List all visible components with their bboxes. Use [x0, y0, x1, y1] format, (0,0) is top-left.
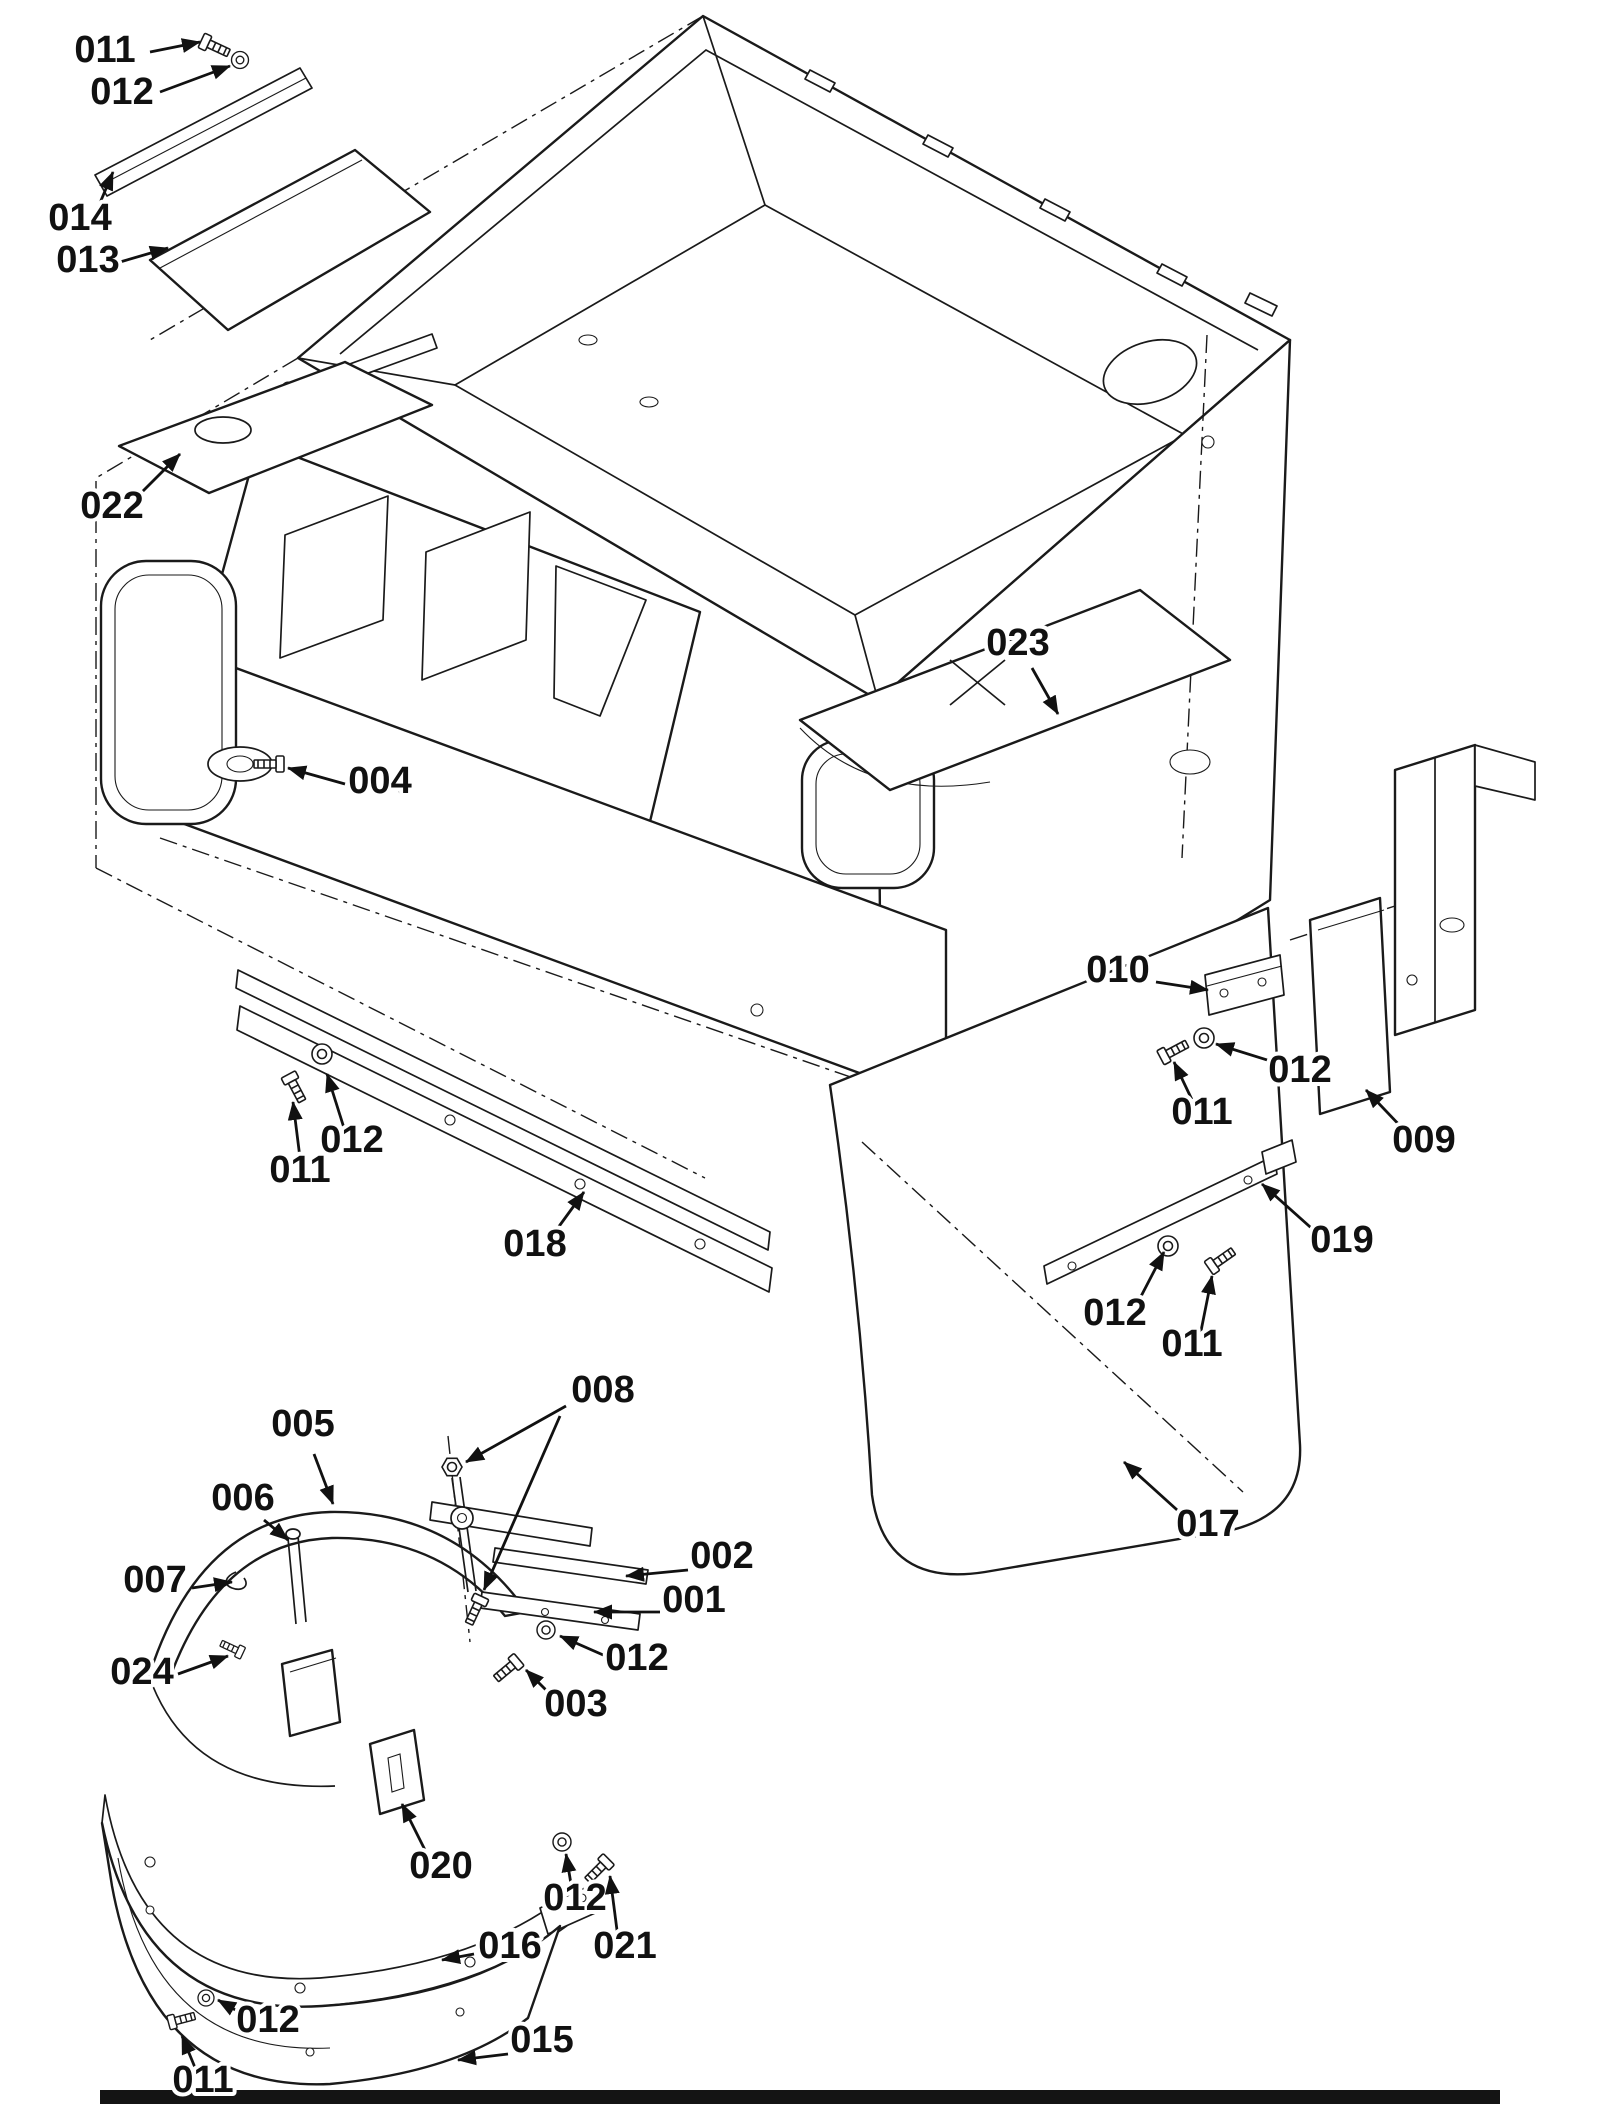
part-label-020: 020 [409, 1845, 472, 1887]
part-label-009: 009 [1392, 1119, 1455, 1161]
flap-009 [1308, 896, 1392, 1116]
trim-strip-018 [235, 969, 773, 1293]
part-label-006: 006 [211, 1477, 274, 1519]
part-label-014: 014 [48, 197, 111, 239]
part-label-012: 012 [1268, 1049, 1331, 1091]
part-label-012: 012 [1083, 1292, 1146, 1334]
part-label-021: 021 [593, 1925, 656, 1967]
leader-arrow [1172, 1061, 1196, 1105]
leader-arrow [287, 1101, 303, 1159]
leader-arrow [625, 1566, 689, 1582]
part-label-016: 016 [478, 1925, 541, 1967]
bumper [99, 559, 238, 826]
leader-arrow [1364, 1089, 1408, 1133]
page-edge-bar [100, 2090, 1500, 2104]
part-label-012: 012 [543, 1877, 606, 1919]
leader-arrow [400, 1803, 430, 1857]
hinge-tab [1156, 263, 1188, 287]
leader-arrow [177, 1654, 229, 1676]
part-label-015: 015 [510, 2019, 573, 2061]
part-label-024: 024 [110, 1651, 173, 1693]
hinge-tab [804, 69, 836, 93]
leader-arrow [325, 1073, 346, 1129]
leader-arrow [191, 1577, 233, 1593]
part-label-013: 013 [56, 239, 119, 281]
leader-arrow [441, 1949, 475, 1965]
part-label-008: 008 [571, 1369, 634, 1411]
leader-arrow [159, 64, 231, 94]
strip-002 [492, 1547, 649, 1585]
leader-arrow [604, 1875, 620, 1939]
leader-arrow [559, 1634, 611, 1660]
leader-arrow [457, 2050, 509, 2066]
leader-arrow [1261, 1182, 1319, 1236]
leader-arrow [1030, 667, 1060, 715]
part-label-001: 001 [662, 1579, 725, 1621]
part-label-023: 023 [986, 622, 1049, 664]
leader-arrow [263, 1518, 289, 1542]
panel-013 [148, 148, 432, 332]
construction-lines [95, 15, 1396, 1179]
leader-arrow [180, 2035, 198, 2071]
callout-layer: 0110120140130220040230110120180100120110… [44, 25, 1459, 2104]
leader-arrow [149, 38, 201, 54]
part-label-010: 010 [1086, 949, 1149, 991]
part-label-011: 011 [1171, 1091, 1232, 1133]
part-label-017: 017 [1176, 1503, 1239, 1545]
part-label-012: 012 [605, 1637, 668, 1679]
fender-005 [147, 1510, 529, 1678]
leader-arrow [312, 1453, 335, 1505]
part-label-005: 005 [271, 1403, 334, 1445]
part-label-022: 022 [80, 485, 143, 527]
part-label-011: 011 [269, 1149, 330, 1191]
part-label-011: 011 [172, 2059, 233, 2101]
part-label-007: 007 [123, 1559, 186, 1601]
leader-arrow [217, 1998, 247, 2018]
window-cutout [279, 495, 389, 659]
part-label-003: 003 [544, 1683, 607, 1725]
leader-arrow [1134, 1251, 1166, 1307]
apron-015 [100, 1821, 562, 2086]
hinge-tab [1244, 292, 1278, 317]
hinge-tab [1039, 198, 1071, 222]
leader-arrow [119, 245, 169, 264]
leader-arrow [550, 1191, 586, 1237]
panel-023 [798, 588, 1232, 792]
leader-arrow [1215, 1042, 1281, 1066]
part-label-011: 011 [74, 29, 135, 71]
part-label-004: 004 [348, 760, 411, 802]
part-label-011: 011 [1161, 1323, 1222, 1365]
part-label-012: 012 [236, 1999, 299, 2041]
window-cutout [421, 511, 531, 681]
body-assembly [99, 333, 948, 1107]
leader-arrow [482, 1415, 562, 1591]
trim-strip-019 [1043, 1139, 1297, 1285]
hinge-tab [922, 134, 954, 158]
folded-bracket [553, 565, 647, 717]
part-label-012: 012 [90, 71, 153, 113]
part-label-002: 002 [690, 1535, 753, 1577]
leader-arrow [287, 765, 346, 786]
part-label-018: 018 [503, 1223, 566, 1265]
part-label-012: 012 [320, 1119, 383, 1161]
exploded-panels-top-left [94, 67, 434, 495]
bracket-010 [1204, 954, 1285, 1016]
panel-022 [117, 360, 434, 495]
fender-assembly [147, 1435, 649, 1816]
leader-arrow [561, 1853, 577, 1891]
leader-arrow [1123, 1460, 1187, 1520]
leader-arrow [1198, 1275, 1216, 1337]
leader-arrow [95, 171, 115, 211]
leader-arrow [135, 453, 181, 499]
leader-arrow [465, 1404, 567, 1464]
mount-block [280, 1648, 342, 1738]
rear-mount-assembly [1204, 743, 1536, 1116]
leader-arrow [525, 1669, 557, 1701]
part-label-019: 019 [1310, 1219, 1373, 1261]
rod-006 [287, 1537, 297, 1625]
leader-arrow [1155, 979, 1209, 995]
